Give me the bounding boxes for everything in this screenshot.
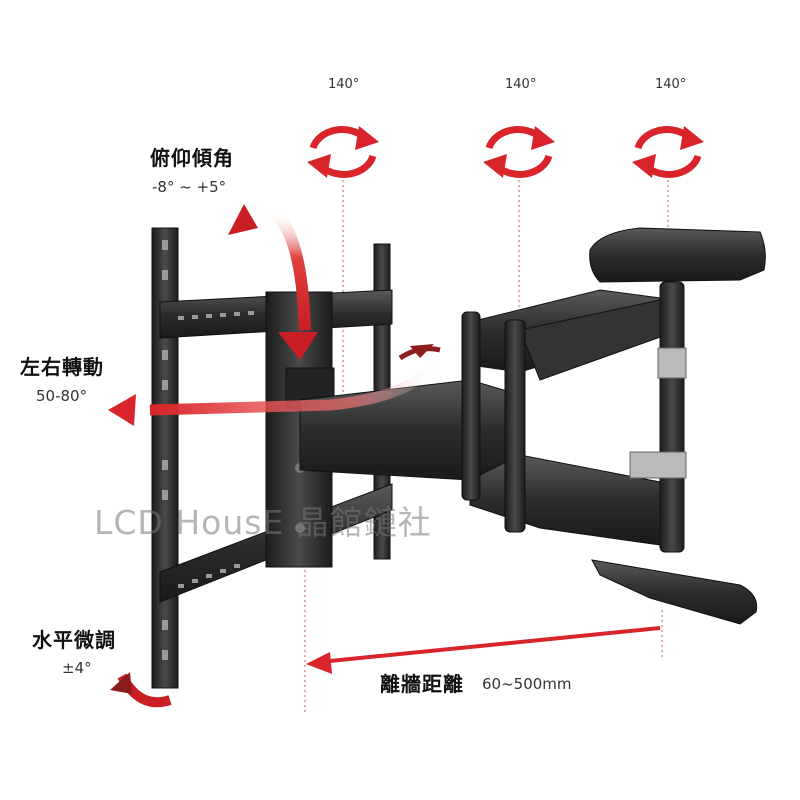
tilt-arrow: [228, 204, 318, 360]
guide-lines: [304, 180, 669, 715]
level-arrowhead: [110, 672, 132, 694]
tilt-arrowhead-down: [278, 332, 318, 360]
arm-pivot-left: [461, 311, 481, 501]
tilt-arrowhead-up: [228, 204, 258, 235]
rotation-label-1: 140°: [328, 77, 360, 92]
wall-plate: [589, 227, 766, 625]
rotation-label-3: 140°: [655, 77, 687, 92]
extension-range: 60~500mm: [482, 675, 572, 693]
swivel-label: 左右轉動: [20, 355, 104, 379]
arm-pivot-mid: [504, 319, 526, 533]
swivel-arrow: [108, 344, 446, 426]
watermark: LCD HousE 晶館鏈社: [94, 503, 432, 542]
rotation-label-2: 140°: [505, 77, 537, 92]
rotation-icon-3: [632, 126, 704, 178]
rotation-icon-2: [483, 126, 555, 178]
extension-label: 離牆距離: [380, 672, 464, 696]
level-label: 水平微調: [32, 628, 116, 652]
swivel-arrowhead-left: [108, 394, 136, 426]
extension-arrow: [306, 626, 661, 674]
wall-plate-bottom: [591, 559, 758, 625]
level-arrow: [110, 672, 172, 708]
tilt-label: 俯仰傾角: [150, 146, 234, 170]
extension-arrowhead: [306, 652, 332, 674]
swivel-arrowhead-right: [410, 344, 434, 358]
articulating-arms: [299, 281, 687, 553]
wall-plate-top: [589, 227, 766, 283]
tv-plate-left-rail: [151, 227, 179, 689]
arm-pivot-right: [659, 281, 685, 553]
tilt-range: -8° ~ +5°: [152, 178, 227, 196]
rotation-icon-1: [307, 126, 379, 178]
swivel-range: 50-80°: [36, 387, 88, 405]
level-range: ±4°: [62, 659, 92, 677]
